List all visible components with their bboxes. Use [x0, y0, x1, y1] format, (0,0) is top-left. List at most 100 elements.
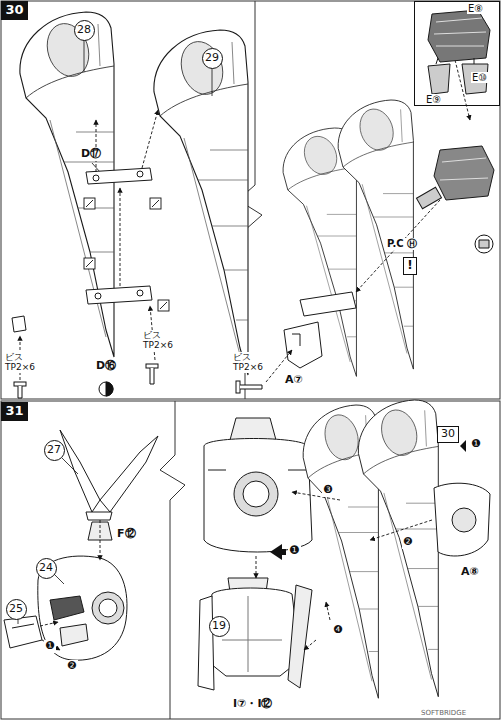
cap-icon — [475, 235, 493, 253]
head-crest — [100, 436, 158, 512]
part-code: D⑯ — [95, 360, 117, 373]
assembly-arrow — [96, 120, 97, 172]
fix-icon — [84, 198, 95, 209]
number-text: ! — [407, 259, 412, 272]
torso-part — [243, 481, 269, 507]
number-text: 29 — [205, 52, 219, 64]
torso-part — [230, 418, 276, 440]
number-text: 19 — [212, 620, 226, 632]
assembly-arrow — [100, 520, 101, 560]
step-number: 31 — [1, 402, 28, 421]
joint-part — [137, 171, 143, 177]
part-code: P.C Ⓗ — [386, 238, 418, 250]
assembly-arrow — [40, 622, 58, 626]
step-order: ❶ — [470, 438, 482, 451]
screw-note: ビス TP2×6 — [232, 352, 270, 373]
shield-part — [434, 483, 490, 556]
body-part — [222, 596, 282, 672]
number-text: 24 — [39, 562, 53, 574]
step-order: ❷ — [66, 660, 78, 673]
step-order: ❷ — [402, 536, 414, 549]
fix-icon — [158, 300, 169, 311]
torso-part — [204, 439, 312, 553]
part-code: E⑨ — [425, 94, 442, 105]
step-number: 30 — [1, 1, 28, 20]
assembly-arrow — [20, 110, 158, 380]
fix-icon — [84, 258, 95, 269]
cap-icon — [479, 240, 489, 248]
move-arrow — [460, 440, 466, 452]
number-text: 30 — [5, 3, 23, 17]
part-code: E⑧ — [467, 3, 484, 14]
inset-box: E⑧ E⑩ E⑨ — [414, 1, 500, 106]
shield-part — [452, 508, 476, 532]
caution-mark: ! — [403, 257, 417, 275]
screw-icon — [236, 381, 262, 393]
head-part — [92, 592, 124, 624]
callout-number: 25 — [6, 599, 27, 620]
body-part — [198, 596, 214, 690]
shield-part — [434, 483, 490, 556]
wing-part — [154, 30, 248, 375]
panel-divider — [160, 401, 185, 719]
part-code: A⑦ — [284, 374, 304, 387]
chin-part — [12, 624, 34, 628]
head-part — [60, 624, 88, 646]
fix-icon — [152, 200, 159, 207]
leader-line — [18, 458, 78, 624]
assembly-arrow — [370, 520, 432, 540]
part-code: F⑫ — [116, 528, 137, 541]
number-text: 27 — [47, 444, 61, 456]
chin-part — [4, 616, 42, 648]
assembly-arrow — [326, 602, 330, 620]
fix-icon — [86, 260, 93, 267]
assembly-arrow — [266, 60, 470, 382]
torso-part — [208, 470, 306, 471]
part-symbol — [99, 382, 113, 396]
screw-icon — [150, 368, 154, 384]
part-code: D⑰ — [80, 148, 102, 161]
assembly-arrow — [142, 110, 158, 168]
part-code: E⑩ — [471, 72, 488, 83]
part-code: A⑧ — [460, 566, 480, 579]
part-symbol — [106, 382, 113, 396]
joint-part — [292, 334, 300, 346]
number-text: 31 — [5, 404, 23, 418]
cap-icon — [475, 235, 493, 253]
screw-icon — [14, 382, 26, 386]
number-text: 30 — [441, 428, 455, 440]
thruster-part — [416, 187, 441, 208]
assembly-arrow — [356, 200, 440, 292]
wing-part — [338, 100, 413, 369]
wing-part — [358, 400, 438, 697]
move-arrow — [270, 440, 466, 560]
thruster-part — [428, 64, 450, 94]
wing-part — [303, 400, 438, 698]
leader-line — [84, 40, 212, 172]
assembly-arrow — [256, 556, 257, 578]
step-reference: 30 — [437, 426, 459, 443]
thruster-part — [428, 10, 490, 62]
body-part — [206, 588, 300, 676]
assembly-arrow — [40, 520, 100, 650]
step-order: ❹ — [332, 624, 344, 637]
fix-icon — [84, 198, 169, 311]
chin-part — [4, 616, 42, 648]
joint-part — [93, 175, 99, 181]
wing-part — [20, 12, 114, 357]
wing-part — [20, 12, 248, 375]
panel-frame — [1, 401, 500, 719]
step-order: ❸ — [322, 484, 334, 497]
thruster-part — [434, 146, 494, 200]
fix-icon — [86, 200, 93, 207]
callout-number: 27 — [44, 440, 65, 461]
watermark: SOFTBRIDGE — [420, 709, 467, 717]
thruster-part — [440, 158, 488, 180]
assembly-arrow — [256, 492, 432, 650]
thruster-part — [462, 64, 488, 94]
head-part — [38, 556, 127, 660]
number-text: 25 — [9, 603, 23, 615]
joint-part — [86, 286, 152, 304]
callout-number: 24 — [36, 558, 57, 579]
joint-part — [300, 292, 356, 316]
